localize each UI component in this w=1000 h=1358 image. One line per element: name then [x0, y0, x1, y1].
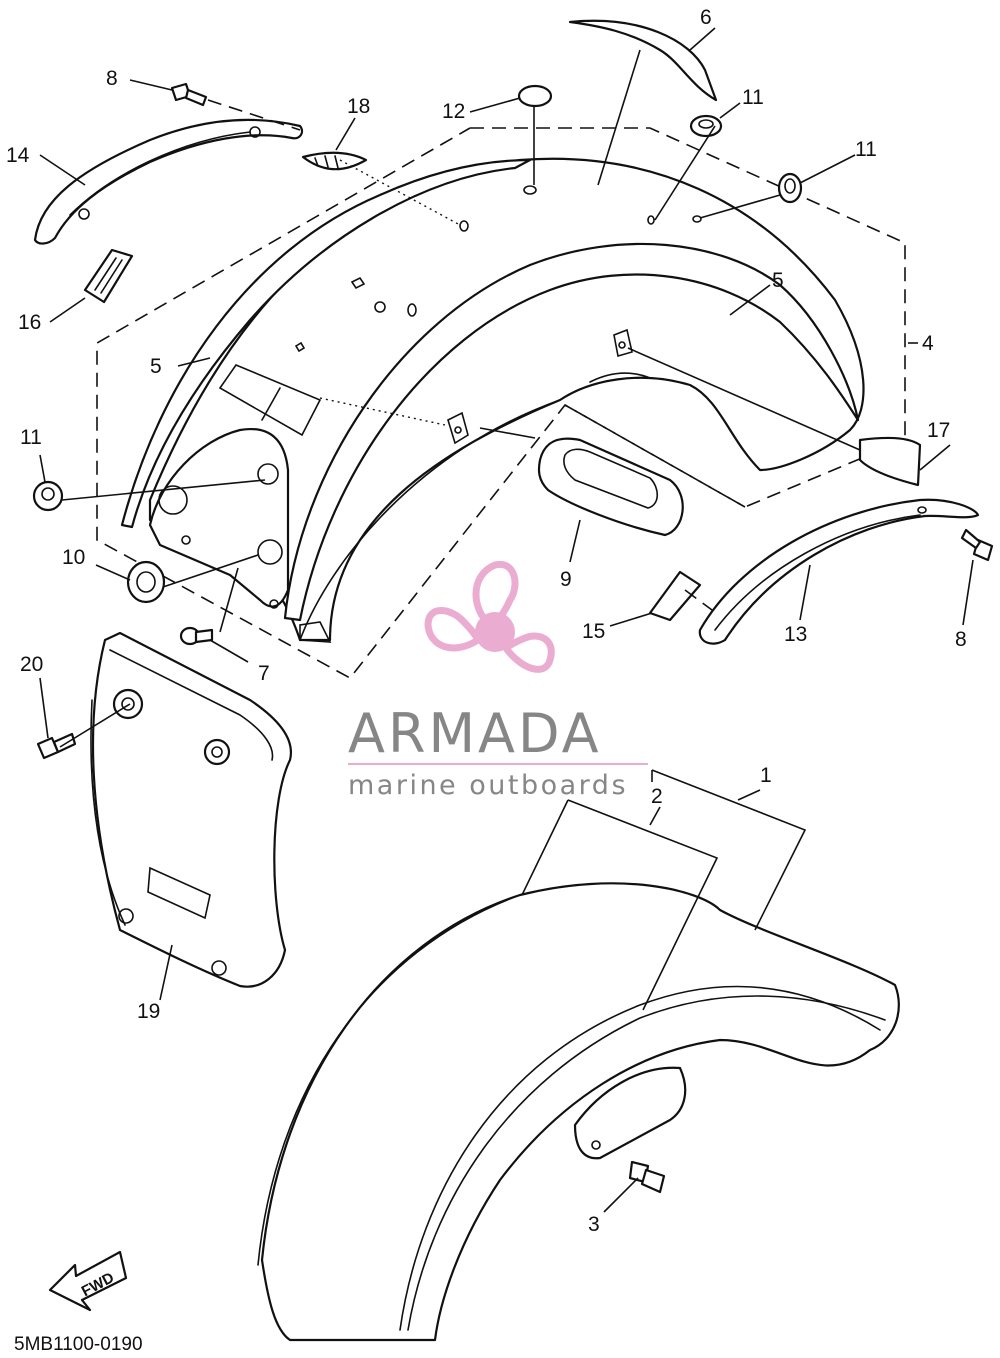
dashed-guides [207, 99, 746, 611]
callout-5-left: 5 [150, 355, 162, 378]
leader-lines [39, 27, 974, 1213]
callout-6: 6 [700, 6, 712, 29]
callout-18: 18 [347, 95, 370, 118]
callout-16: 16 [18, 311, 41, 334]
armada-watermark: ARMADA marine outboards [348, 560, 648, 801]
part-17 [858, 436, 922, 487]
callout-20: 20 [20, 653, 43, 676]
callout-12: 12 [442, 100, 465, 123]
rail-14 [33, 118, 304, 245]
grommet-10 [126, 560, 166, 604]
rear-fender [120, 157, 865, 643]
watermark-tagline: marine outboards [348, 770, 628, 801]
pad-18 [301, 151, 368, 171]
callout-9: 9 [560, 568, 572, 591]
callout-17: 17 [927, 419, 950, 442]
reflector-9 [537, 437, 684, 537]
grommet-11-left [32, 480, 64, 512]
callout-11-top: 11 [742, 86, 764, 109]
callout-labels: 1 2 3 4 5 5 6 7 8 8 9 10 11 11 11 12 13 … [6, 6, 967, 1236]
front-fender [257, 882, 900, 1342]
bolt-3 [628, 1160, 666, 1194]
callout-3: 3 [588, 1213, 600, 1236]
part-6-trim [568, 19, 718, 102]
part-15 [648, 570, 702, 622]
side-cover-19 [90, 631, 293, 988]
callout-11-right: 11 [855, 138, 877, 161]
cap-12 [517, 84, 553, 108]
callout-11-left: 11 [20, 426, 42, 449]
diagram-code: 5MB1100-0190 [14, 1334, 143, 1355]
propeller-logo-icon [424, 560, 555, 673]
callout-7: 7 [258, 662, 270, 685]
callout-5-right: 5 [772, 269, 784, 292]
callout-4: 4 [922, 332, 934, 355]
callout-10: 10 [62, 546, 85, 569]
callout-8-top: 8 [106, 67, 118, 90]
assembly-outline-4 [96, 127, 906, 680]
callout-19: 19 [137, 1000, 160, 1023]
callout-14: 14 [6, 144, 30, 167]
pad-16 [83, 248, 134, 304]
bolt-20 [36, 732, 77, 760]
callout-1: 1 [760, 764, 772, 787]
callout-8-right: 8 [955, 628, 967, 651]
callout-bracket-1-2 [521, 769, 807, 1011]
callout-13: 13 [784, 623, 807, 646]
bolt-8-top [170, 82, 208, 107]
bolt-8-right [960, 528, 994, 562]
fwd-arrow-icon: FWD [48, 1250, 128, 1312]
grommet-11-top [689, 114, 723, 138]
grommet-11-right [777, 172, 803, 204]
rail-13 [698, 498, 980, 645]
callout-2: 2 [651, 785, 663, 808]
bolt-7 [179, 626, 214, 646]
watermark-brand: ARMADA [348, 702, 602, 765]
callout-15: 15 [582, 620, 605, 643]
